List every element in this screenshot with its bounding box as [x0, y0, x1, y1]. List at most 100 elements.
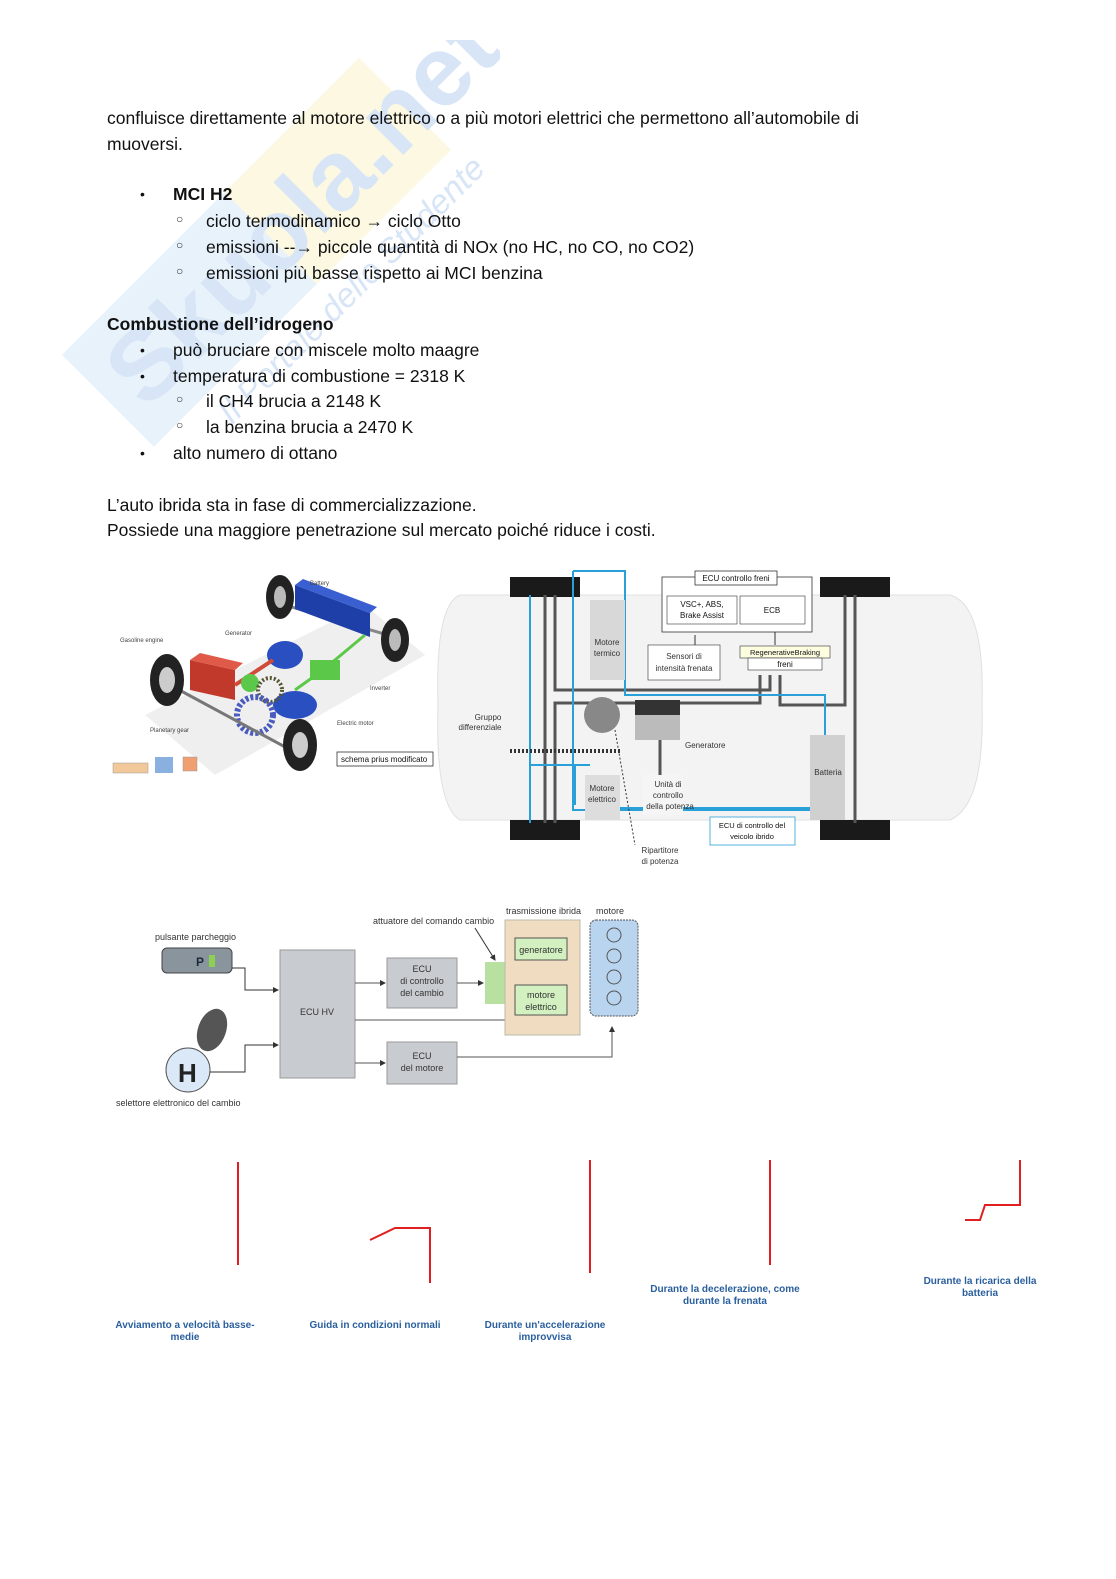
- mci-h2-item: emissioni più basse rispetto ai MCI benz…: [206, 263, 543, 283]
- combustion-subitem: il CH4 brucia a 2148 K: [206, 391, 382, 411]
- gear-selector: [165, 1047, 211, 1093]
- legend-swatch: [112, 762, 149, 774]
- combustion-item: alto numero di ottano: [173, 443, 338, 463]
- planetary-gear-sphere: [241, 674, 259, 692]
- label-differential: differenziale: [459, 723, 503, 732]
- label-hybrid-transmission: trasmissione ibrida: [506, 906, 581, 916]
- label-engine: motore: [596, 906, 624, 916]
- electric-motor-block: [273, 691, 317, 719]
- label-vsc: Brake Assist: [680, 611, 725, 620]
- mode-caption: Durante la decelerazione, come durante l…: [650, 1284, 800, 1307]
- bullet-icon: •: [140, 342, 145, 358]
- cylinder-icon: [606, 969, 622, 985]
- label-pcu: controllo: [653, 791, 684, 800]
- battery-block: [810, 735, 845, 820]
- label-ecu-hybrid: veicolo ibrido: [730, 832, 774, 841]
- engine-block: [190, 660, 235, 700]
- combustion-subitem: la benzina brucia a 2470 K: [206, 417, 414, 437]
- label-regen: RegenerativeBraking: [750, 648, 820, 657]
- energy-flow-arrow: [965, 1160, 1021, 1221]
- ecu-engine-box: [386, 1041, 458, 1085]
- combustion-heading: Combustione dell’idrogeno: [107, 314, 334, 334]
- ecb-box: [739, 595, 806, 625]
- label-sensors: Sensori di: [666, 652, 702, 661]
- label-vsc: VSC+, ABS,: [680, 600, 723, 609]
- label-battery: Batteria: [814, 768, 842, 777]
- gear-knob: [196, 1008, 228, 1052]
- caption-box: [336, 751, 434, 767]
- battery-block: [295, 585, 370, 637]
- mci-h2-item: ciclo termodinamico → ciclo Otto: [206, 211, 461, 231]
- label-actuator: attuatore del comando cambio: [373, 916, 494, 926]
- sub-bullet-icon: ○: [176, 238, 184, 252]
- label-parking-button: pulsante parcheggio: [155, 932, 236, 942]
- sub-bullet-icon: ○: [176, 418, 184, 432]
- hybrid-transmission-box: [504, 919, 581, 1036]
- label-generator: Generator: [225, 631, 252, 637]
- prius-3d-schematic: Battery Generator Gasoline engine Invert…: [112, 575, 434, 775]
- mode-caption: Durante la ricarica della batteria: [923, 1276, 1037, 1299]
- brakes-box: [747, 657, 823, 671]
- label-differential: Gruppo: [475, 713, 502, 722]
- hybrid-line-1: L’auto ibrida sta in fase di commerciali…: [107, 495, 477, 515]
- engine-box: [589, 919, 639, 1017]
- label-ecu-hybrid: ECU di controllo del: [719, 821, 786, 830]
- parking-symbol: P: [196, 955, 204, 969]
- label-ecu-engine: del motore: [401, 1063, 444, 1073]
- shadow: [145, 605, 425, 775]
- wheel-rear-right: [820, 820, 890, 840]
- generator-block: [267, 641, 303, 669]
- vsc-box: [666, 595, 738, 625]
- label-ecu-gear: ECU: [412, 964, 431, 974]
- cylinder-icon: [606, 990, 622, 1006]
- label-splitter: di potenza: [642, 857, 679, 866]
- label-ecu-hv: ECU HV: [300, 1007, 334, 1017]
- label-engine: Motore: [595, 638, 620, 647]
- gear-icon: [234, 694, 276, 736]
- label-electric-motor: motore: [527, 990, 555, 1000]
- caption-box-text: schema prius modificato: [341, 755, 428, 764]
- front-axle: [169, 683, 301, 757]
- hybrid-car-topview-diagram: Motore termico Generatore Gruppo differe…: [437, 570, 983, 866]
- label-gasoline-engine: Gasoline engine: [120, 638, 164, 644]
- wheel-rear-left: [510, 820, 580, 840]
- label-engine: termico: [594, 649, 621, 658]
- mci-h2-item: emissioni --→ piccole quantità di NOx (n…: [206, 237, 695, 257]
- label-generator: generatore: [519, 945, 563, 955]
- label-ecb: ECB: [764, 606, 780, 615]
- label-sensors: intensità frenata: [656, 664, 713, 673]
- bullet-icon: •: [140, 368, 145, 384]
- label-battery: Battery: [310, 581, 329, 587]
- engine-block: [590, 600, 625, 680]
- combustion-item: temperatura di combustione = 2318 K: [173, 366, 466, 386]
- label-splitter: Ripartitore: [642, 846, 679, 855]
- pcu-block: [643, 775, 683, 815]
- label-electric-motor: Electric motor: [337, 721, 374, 727]
- gear-icon: [256, 676, 284, 704]
- sub-bullet-icon: ○: [176, 212, 184, 226]
- energy-flow-arrow: [369, 1227, 431, 1283]
- cylinder-icon: [606, 927, 622, 943]
- label-generator: Generatore: [685, 741, 726, 750]
- sensors-box: [647, 644, 721, 681]
- label-pcu: Unità di: [654, 780, 681, 789]
- mode-caption: Guida in condizioni normali: [309, 1320, 441, 1331]
- legend-swatch: [155, 757, 173, 773]
- label-ecu-gear: del cambio: [400, 988, 444, 998]
- hybrid-line-2: Possiede una maggiore penetrazione sul m…: [107, 520, 656, 540]
- wheel-front-right: [820, 577, 890, 597]
- label-inverter: Inverter: [370, 686, 390, 692]
- label-electric-motor: elettrico: [525, 1002, 557, 1012]
- wheel-front-left: [510, 577, 580, 597]
- electric-motor-box: [514, 984, 568, 1016]
- label-ecu-engine: ECU: [412, 1051, 431, 1061]
- label-ecu-gear: di controllo: [400, 976, 444, 986]
- label-ecu-brakes: ECU controllo freni: [702, 574, 769, 583]
- inverter-block: [310, 660, 340, 680]
- mode-caption: Durante un'accelerazione improvvisa: [484, 1320, 606, 1343]
- sub-bullet-icon: ○: [176, 264, 184, 278]
- intro-line-1: confluisce direttamente al motore elettr…: [107, 108, 859, 128]
- power-split-sphere: [584, 697, 620, 733]
- mci-h2-title: MCI H2: [173, 184, 233, 204]
- label-pcu: della potenza: [646, 802, 694, 811]
